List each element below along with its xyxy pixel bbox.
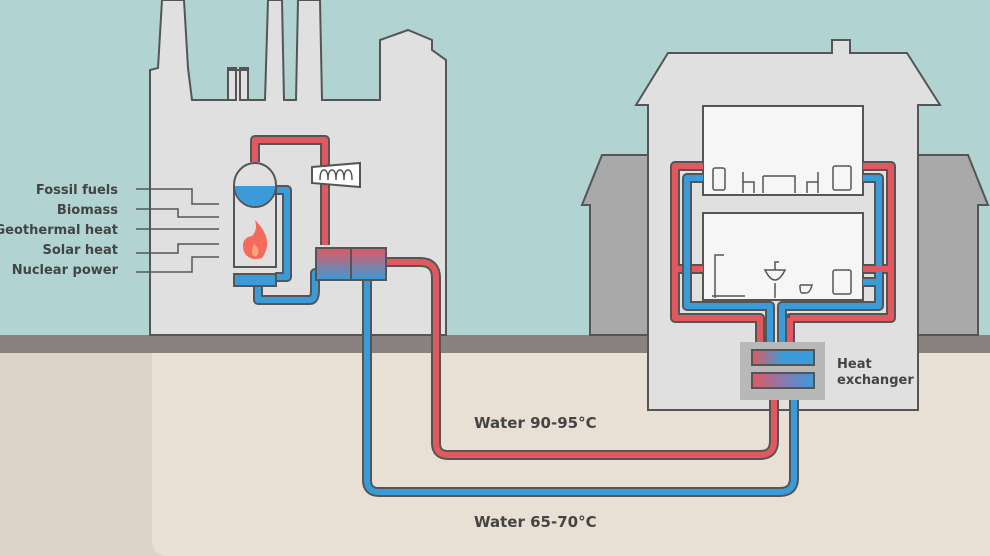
heat-exchanger-label-line2: exchanger <box>837 373 914 388</box>
source-nuclear: Nuclear power <box>12 263 119 278</box>
plant-heat-exchanger <box>315 247 387 281</box>
upper-room <box>702 105 864 196</box>
energy-source-list: Fossil fuels Biomass Geothermal heat Sol… <box>0 183 119 278</box>
neighbor-houses <box>580 154 990 336</box>
return-temperature-label: Water 65-70°C <box>474 513 597 531</box>
district-pipes <box>362 257 799 497</box>
plant-pipes <box>250 135 330 305</box>
furniture-icons <box>712 165 852 298</box>
chimney-detail <box>227 67 249 101</box>
house-heat-exchanger <box>740 342 825 400</box>
flame-icon <box>243 220 268 260</box>
return-pipe <box>364 280 797 495</box>
heat-exchanger-label-line1: Heat <box>837 357 872 372</box>
lower-room <box>702 212 864 301</box>
source-solar: Solar heat <box>42 243 118 258</box>
source-biomass: Biomass <box>57 203 118 218</box>
source-geothermal: Geothermal heat <box>0 223 118 238</box>
source-connector-lines <box>136 188 219 273</box>
house-pipes <box>670 161 896 345</box>
boiler <box>232 162 278 287</box>
source-fossil-fuels: Fossil fuels <box>36 183 118 198</box>
supply-temperature-label: Water 90-95°C <box>474 414 597 432</box>
turbine-icon <box>311 161 361 189</box>
power-plant <box>149 0 447 336</box>
supply-pipe <box>380 259 777 458</box>
